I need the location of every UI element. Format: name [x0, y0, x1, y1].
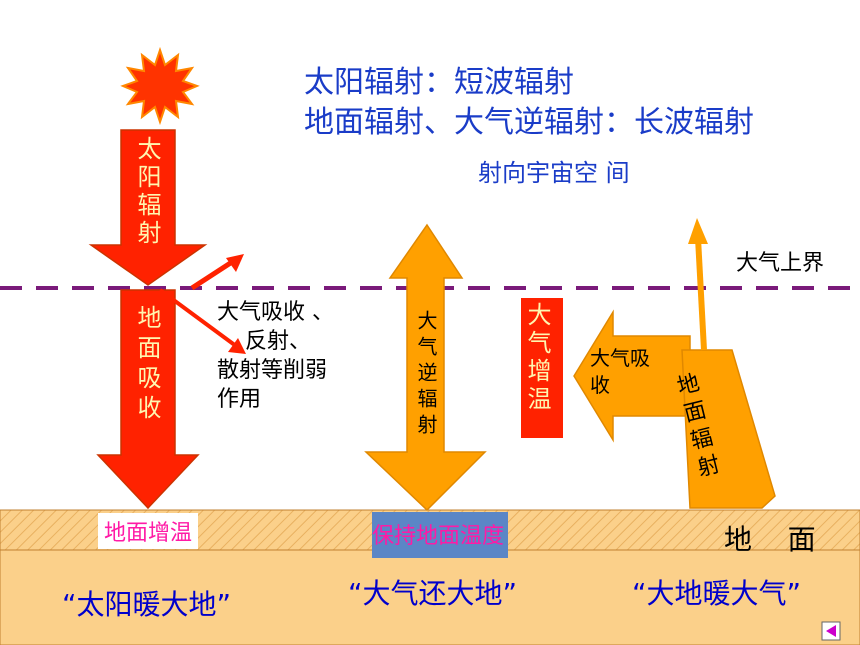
- counter-radiation-label: 大气逆辐射: [414, 310, 438, 440]
- ground-warming-label: 地面增温: [98, 513, 199, 549]
- solar-radiation-label: 太阳辐射: [133, 136, 161, 248]
- title-line-2: 地面辐射、大气逆辐射：长波辐射: [304, 105, 754, 140]
- keep-temp-label: 保持地面温度: [372, 524, 505, 549]
- phrase-sun-warms-earth: “太阳暖大地”: [62, 588, 232, 621]
- ground-body: [0, 549, 860, 645]
- title-line-1: 太阳辐射：短波辐射: [304, 65, 574, 100]
- prev-slide-button[interactable]: [822, 622, 840, 640]
- atmos-warming-label: 大气增温: [521, 298, 563, 438]
- ground-absorb-label: 地面吸收: [133, 305, 161, 425]
- prev-slide-icon: [826, 625, 836, 637]
- solar-radiation-arrow: [88, 129, 208, 286]
- phrase-earth-warms-atmos: “大地暖大气”: [632, 577, 802, 610]
- phrase-atmos-returns-earth: “大气还大地”: [348, 577, 518, 610]
- ground-radiation-arrow: [681, 349, 776, 509]
- counter-radiation-arrow: [364, 223, 487, 512]
- ground-label: 地 面: [724, 523, 816, 556]
- absorption-arrow: [158, 288, 246, 354]
- atmos-absorb-label: 大气吸收: [590, 346, 650, 397]
- to-space-arrow: [688, 218, 708, 351]
- sun-icon: [120, 46, 200, 126]
- atmos-effect-label: 大气吸收 、 反射、 散射等削弱 作用: [217, 300, 334, 412]
- keep-temp-box: [372, 512, 508, 558]
- atmosphere-top-label: 大气上界: [736, 251, 825, 276]
- reflection-arrow: [190, 254, 244, 291]
- ground-absorb-arrow: [96, 289, 200, 510]
- space-label: 射向宇宙空 间: [478, 159, 630, 187]
